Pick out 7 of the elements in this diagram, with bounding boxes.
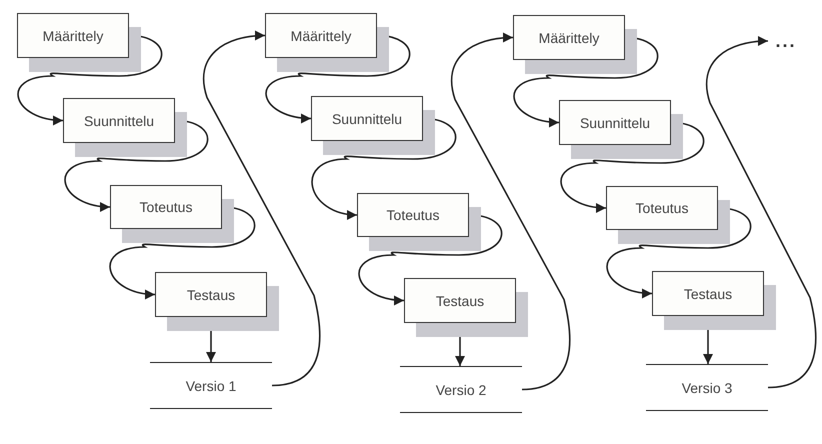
arrow [706,36,817,388]
continuation-text: ... [768,28,804,54]
version-store: Versio 2 [400,366,522,413]
version-store: Versio 3 [646,364,768,411]
arrow [451,32,570,390]
version-store: Versio 1 [150,362,272,409]
arrow [202,30,320,386]
